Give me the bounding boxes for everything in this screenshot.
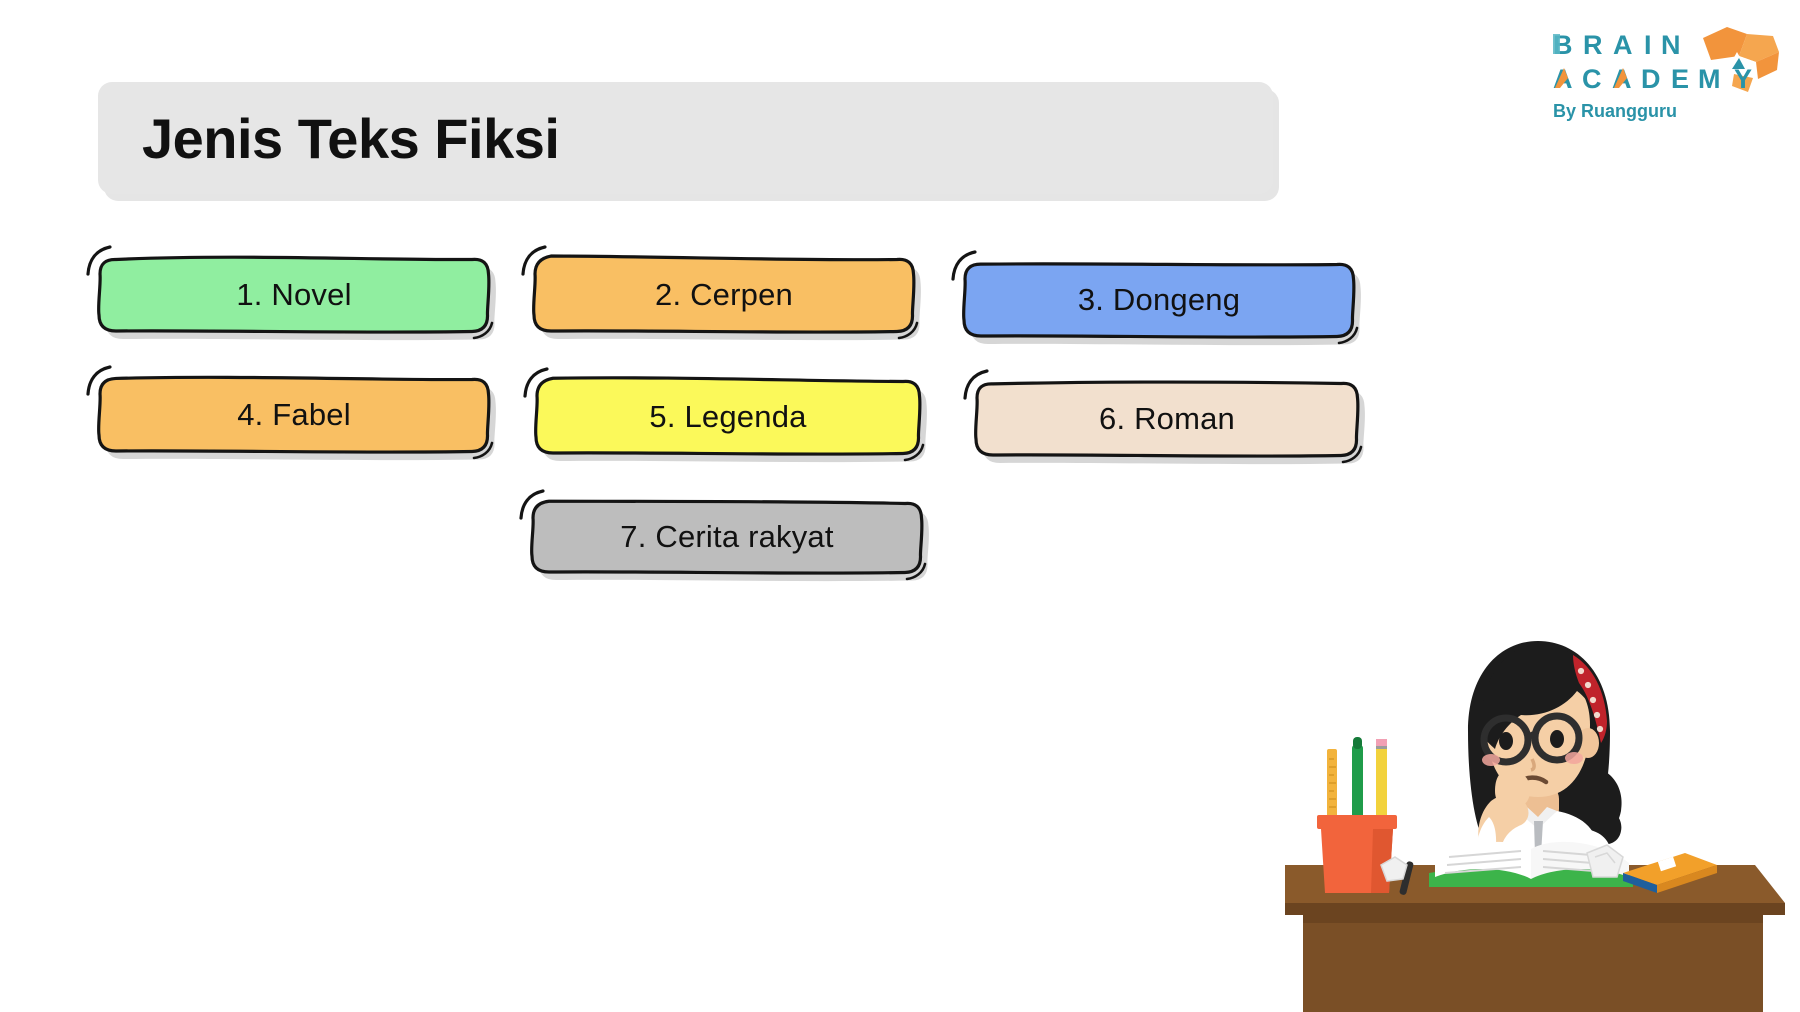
student-desk-svg xyxy=(1285,641,1785,1012)
pencil-cup xyxy=(1317,737,1397,893)
fiction-type-chip[interactable]: 5. Legenda xyxy=(523,367,927,463)
closed-notebook xyxy=(1623,853,1717,893)
page-title: Jenis Teks Fiksi xyxy=(142,106,560,170)
brain-icon xyxy=(1703,27,1779,92)
fiction-type-label: 6. Roman xyxy=(1099,400,1235,436)
fiction-type-chip[interactable]: 7. Cerita rakyat xyxy=(519,489,929,582)
brain-academy-logo: B R A I N A C A D E M Y By Ruangguru xyxy=(1551,22,1781,134)
fiction-type-label: 7. Cerita rakyat xyxy=(620,519,834,554)
pen-icon xyxy=(1352,745,1363,825)
bored-student-illustration xyxy=(1285,615,1785,1012)
fiction-type-chip[interactable]: 3. Dongeng xyxy=(951,250,1361,346)
pencil-icon xyxy=(1376,747,1387,825)
svg-text:E: E xyxy=(1671,64,1693,94)
svg-text:Y: Y xyxy=(1734,64,1756,94)
crumpled-paper-left xyxy=(1380,856,1408,882)
svg-text:N: N xyxy=(1661,30,1686,60)
fiction-type-label: 2. Cerpen xyxy=(655,276,793,312)
loose-pencil-icon xyxy=(1399,861,1414,895)
svg-text:R: R xyxy=(1583,30,1608,60)
fiction-type-label: 5. Legenda xyxy=(649,398,807,434)
fiction-type-label: 4. Fabel xyxy=(237,396,351,432)
title-card xyxy=(98,82,1273,194)
svg-text:C: C xyxy=(1582,64,1605,94)
student-figure xyxy=(1468,641,1622,867)
logo-svg: B R A I N A C A D E M Y By Ruangguru xyxy=(1553,27,1779,121)
logo-tagline: By Ruangguru xyxy=(1553,101,1677,121)
left-eye xyxy=(1499,732,1513,750)
svg-text:M: M xyxy=(1698,64,1724,94)
right-eye xyxy=(1550,730,1564,748)
fiction-type-chip[interactable]: 4. Fabel xyxy=(86,365,496,461)
logo-word-academy: A C A D E M Y xyxy=(1553,64,1756,94)
fiction-type-chip[interactable]: 2. Cerpen xyxy=(521,245,921,341)
svg-text:I: I xyxy=(1644,30,1657,60)
fiction-type-chip[interactable]: 6. Roman xyxy=(963,369,1365,465)
crumpled-paper-right xyxy=(1586,844,1624,878)
glasses-icon xyxy=(1480,712,1583,766)
svg-text:D: D xyxy=(1641,64,1664,94)
svg-text:A: A xyxy=(1613,30,1638,60)
fiction-type-chip[interactable]: 1. Novel xyxy=(86,245,496,341)
logo-word-brain: B R A I N xyxy=(1553,30,1686,60)
fiction-type-label: 1. Novel xyxy=(236,276,352,312)
fiction-type-label: 3. Dongeng xyxy=(1077,281,1241,317)
ruler-icon xyxy=(1327,749,1337,825)
